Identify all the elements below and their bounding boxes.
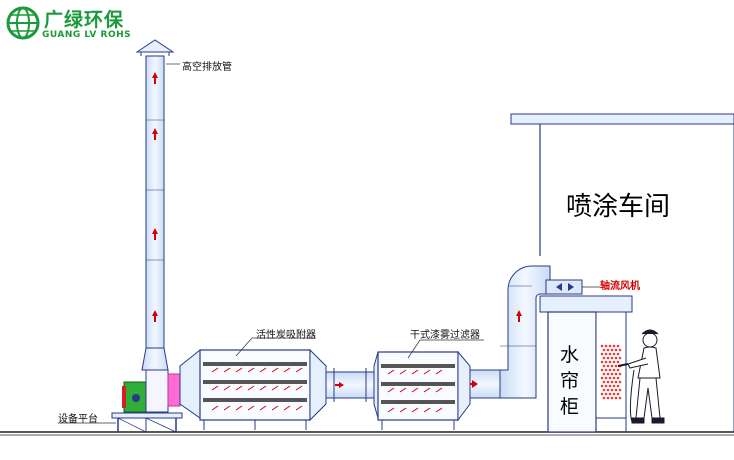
label-axial-fan: 轴流风机 (600, 281, 640, 292)
spray-dot (604, 376, 608, 380)
spray-dot (604, 384, 608, 388)
label-paint-room: 喷涂车间 (566, 192, 671, 222)
chimney-flow-arrows (152, 72, 158, 322)
water-curtain-cabinet (539, 295, 633, 433)
axial-fan (545, 279, 600, 295)
spray-dot (618, 372, 622, 376)
spray-dot (606, 380, 610, 384)
spray-dot (602, 348, 606, 352)
spray-dot (606, 396, 610, 400)
spray-dot (618, 356, 622, 360)
spray-dot (614, 380, 618, 384)
spray-dot (612, 344, 616, 348)
spray-dot (610, 388, 614, 392)
spray-dot (614, 356, 618, 360)
spray-dot (610, 364, 614, 368)
exhaust-fan (122, 369, 181, 413)
spray-dot (614, 364, 618, 368)
spray-dot (614, 396, 618, 400)
spray-dot (616, 344, 620, 348)
spray-dot (604, 344, 608, 348)
spray-dot (604, 360, 608, 364)
spray-dot (606, 364, 610, 368)
main-duct (469, 265, 551, 399)
spray-dot (608, 368, 612, 372)
spray-dot (608, 360, 612, 364)
spray-dot (608, 376, 612, 380)
logo-name-cn: 广绿环保 (44, 9, 125, 31)
spray-worker (617, 329, 665, 424)
chimney-cap (135, 39, 175, 53)
company-logo: 广绿环保 GUANG LV ROHS (4, 2, 154, 48)
label-chimney: 高空排放管 (182, 62, 232, 73)
spray-dot (608, 344, 612, 348)
label-platform: 设备平台 (58, 414, 98, 425)
spray-dot (606, 388, 610, 392)
spray-dot (602, 388, 606, 392)
spray-dot (610, 348, 614, 352)
spray-dot (616, 392, 620, 396)
spray-dot (608, 392, 612, 396)
dry-filter (373, 350, 471, 430)
spray-dot (600, 376, 604, 380)
spray-dot (602, 380, 606, 384)
spray-dot (608, 352, 612, 356)
spray-dot (612, 360, 616, 364)
label-water-curtain-2: 帘 (560, 370, 580, 392)
spray-dot (612, 368, 616, 372)
label-water-curtain-3: 柜 (560, 396, 580, 418)
spray-dot (616, 376, 620, 380)
spray-dot (614, 388, 618, 392)
spray-dot (600, 344, 604, 348)
label-dry-filter: 干式漆雾过滤器 (410, 330, 480, 341)
spray-dot (618, 348, 622, 352)
spray-dot (604, 392, 608, 396)
spray-dot (618, 388, 622, 392)
logo-name-en: GUANG LV ROHS (42, 30, 132, 40)
spray-dot (612, 376, 616, 380)
equipment-platform (111, 412, 183, 433)
spray-dot (618, 396, 622, 400)
spray-dot (610, 356, 614, 360)
paint-room (510, 113, 734, 432)
label-carbon-adsorber: 活性炭吸附器 (256, 330, 316, 341)
spray-dot (606, 372, 610, 376)
spray-dot (612, 384, 616, 388)
spray-dot (600, 392, 604, 396)
spray-dot (600, 360, 604, 364)
spray-dot (614, 372, 618, 376)
spray-dot (616, 352, 620, 356)
spray-dot (610, 380, 614, 384)
spray-dot (604, 352, 608, 356)
globe-logo-icon (6, 6, 40, 40)
spray-dot (606, 348, 610, 352)
spray-mist (600, 344, 622, 400)
spray-dot (602, 372, 606, 376)
spray-dot (616, 368, 620, 372)
spray-dot (608, 384, 612, 388)
spray-dot (612, 392, 616, 396)
spray-dot (600, 352, 604, 356)
carbon-adsorber (179, 348, 327, 430)
spray-dot (618, 380, 622, 384)
spray-dot (614, 348, 618, 352)
spray-dot (616, 384, 620, 388)
spray-dot (600, 368, 604, 372)
connecting-duct (325, 368, 375, 402)
chimney (135, 39, 175, 371)
spray-dot (610, 396, 614, 400)
spray-dot (604, 368, 608, 372)
spray-dot (602, 396, 606, 400)
spray-dot (612, 352, 616, 356)
spray-dot (606, 356, 610, 360)
spray-dot (602, 364, 606, 368)
spray-dot (602, 356, 606, 360)
spray-dot (600, 384, 604, 388)
spray-dot (610, 372, 614, 376)
leader-lines (58, 63, 484, 424)
spray-dot (616, 360, 620, 364)
label-water-curtain-1: 水 (560, 344, 580, 366)
